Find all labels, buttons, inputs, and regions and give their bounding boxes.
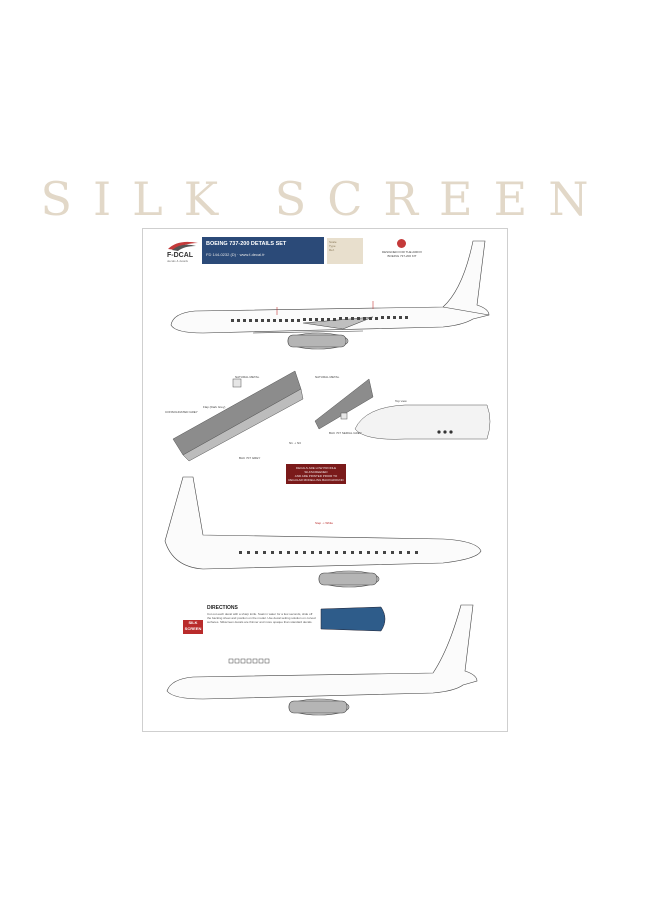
f-decal-logo: F-DCAL decals & details xyxy=(164,237,202,264)
label-n1: N1 ➝ N3 xyxy=(289,441,301,445)
side-view-bottom xyxy=(166,604,478,716)
decal-sheet: F-DCAL decals & details BOEING 737-200 D… xyxy=(142,228,508,732)
directions-title: DIRECTIONS xyxy=(207,605,238,611)
brand-name: F-DCAL xyxy=(167,252,194,259)
sheet-title: BOEING 737-200 DETAILS SET xyxy=(206,241,287,247)
silk-screen-badge: SILK SCREEN xyxy=(183,620,203,634)
notice-line: AND ARE PRINTED PRIOR TO xyxy=(294,474,338,478)
label-consolidated-grey: CONSOLIDATED GREY xyxy=(165,410,198,414)
sheet-subtitle: FD 144-0232 (D) · www.f-decal.fr xyxy=(206,252,265,257)
decal-markers-top xyxy=(276,301,374,315)
label-natural-metal-2: NATURAL METAL xyxy=(315,375,340,379)
side-view-middle xyxy=(164,476,482,588)
label-natural-metal: NATURAL METAL xyxy=(235,375,260,379)
wing-detail-right xyxy=(314,378,374,430)
info-box: Scale Type Ref. xyxy=(327,238,363,264)
silk-screen-banner: SILK SCREEN xyxy=(40,172,610,226)
wing-detail-left xyxy=(172,370,304,462)
label-bac-serial-grey: BAC 707 SERIAL GREY xyxy=(329,431,362,435)
info-scale: Scale xyxy=(329,240,337,244)
bird-logo-icon xyxy=(168,241,198,251)
label-flap: Flap (Dark Grey) xyxy=(203,405,226,409)
notice-box: DECALS ARE LOW PROFILE SILKSCREENED AND … xyxy=(286,464,346,484)
seal-caption: DESIGNED FOR THE AIRFIX BOEING 737-200 K… xyxy=(382,250,422,258)
notice-line: DECALS ARE LOW PROFILE SILKSCREENED xyxy=(295,466,337,474)
window-boxes-bottom xyxy=(228,658,270,664)
notice-line: REGULAR MODELLING BACKGROUND xyxy=(288,478,344,482)
aircraft-drawings xyxy=(164,240,491,716)
window-row-top xyxy=(231,316,408,322)
brand-tagline: decals & details xyxy=(167,259,189,263)
info-type: Type xyxy=(329,244,336,248)
engine-nacelle xyxy=(320,606,386,632)
sheet-header: F-DCAL decals & details BOEING 737-200 D… xyxy=(164,237,324,264)
info-ref: Ref. xyxy=(329,248,335,252)
label-bac-707-grey: BAC 707 GREY xyxy=(239,456,261,460)
side-view-top xyxy=(170,240,490,350)
seal-icon xyxy=(397,239,406,248)
label-step: Step ➝ White xyxy=(315,521,334,525)
directions-body: Cut out each decal with a sharp knife. S… xyxy=(207,612,316,625)
fuselage-top-view xyxy=(354,404,491,440)
label-top-view: Top view xyxy=(395,399,407,403)
window-row-middle xyxy=(239,551,418,554)
